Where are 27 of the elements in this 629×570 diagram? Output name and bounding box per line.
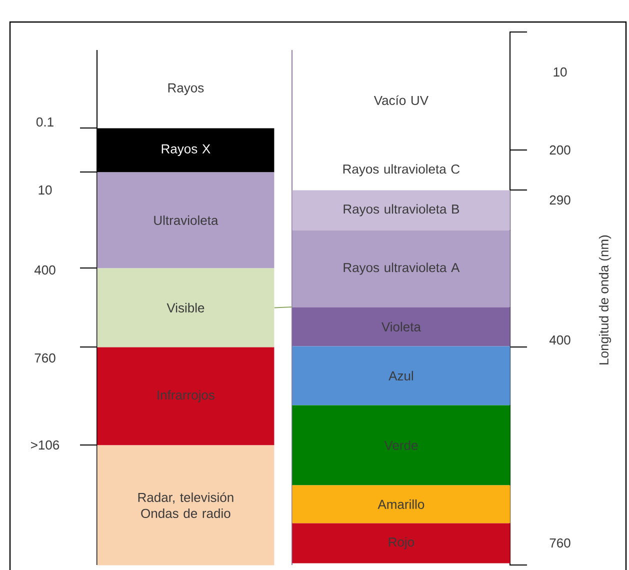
tick-label: 400 <box>34 265 56 275</box>
axis-title: Longitud de onda (nm) <box>598 235 612 364</box>
tick-label: 10 <box>38 185 52 195</box>
tick-label: 400 <box>549 335 570 345</box>
band: Visible <box>97 268 274 348</box>
band: Amarillo <box>292 485 510 524</box>
band: Violeta <box>292 307 510 346</box>
band-label: Rayos <box>168 83 204 96</box>
band: Rayos X <box>97 128 274 172</box>
tick-label: >106 <box>31 440 60 450</box>
band: Radar, televisión Ondas de radio <box>97 445 274 566</box>
band: Ultravioleta <box>97 172 274 268</box>
band: Azul <box>292 346 510 406</box>
band: Verde <box>292 405 510 486</box>
band: Rayos ultravioleta A <box>292 230 510 308</box>
band: Rayos ultravioleta B <box>292 190 510 230</box>
band-label: Vacío UV <box>374 95 428 106</box>
band: Infrarrojos <box>97 347 274 446</box>
tick-label: 10 <box>554 67 567 77</box>
band-label: Rayos ultravioleta C <box>343 164 460 176</box>
tick-label: 760 <box>550 538 570 548</box>
band: Rojo <box>292 523 510 564</box>
tick-label: 290 <box>550 195 570 205</box>
tick-label: 200 <box>550 145 570 155</box>
tick-label: 0.1 <box>36 117 54 127</box>
tick-label: 760 <box>34 353 56 363</box>
connector-line <box>274 306 292 308</box>
